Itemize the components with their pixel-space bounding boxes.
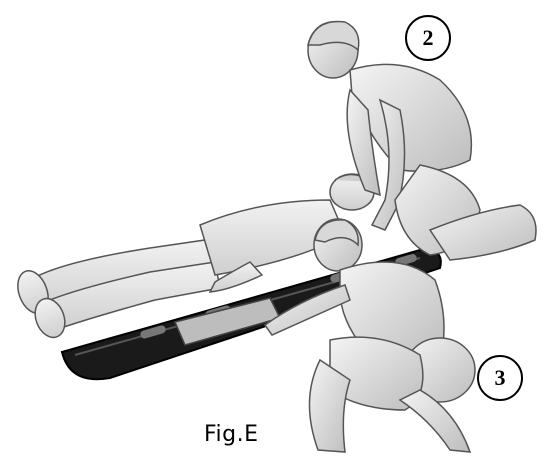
- figure-label: Fig.E: [204, 422, 259, 447]
- callout-2: 2: [405, 15, 451, 61]
- callout-3: 3: [477, 355, 523, 401]
